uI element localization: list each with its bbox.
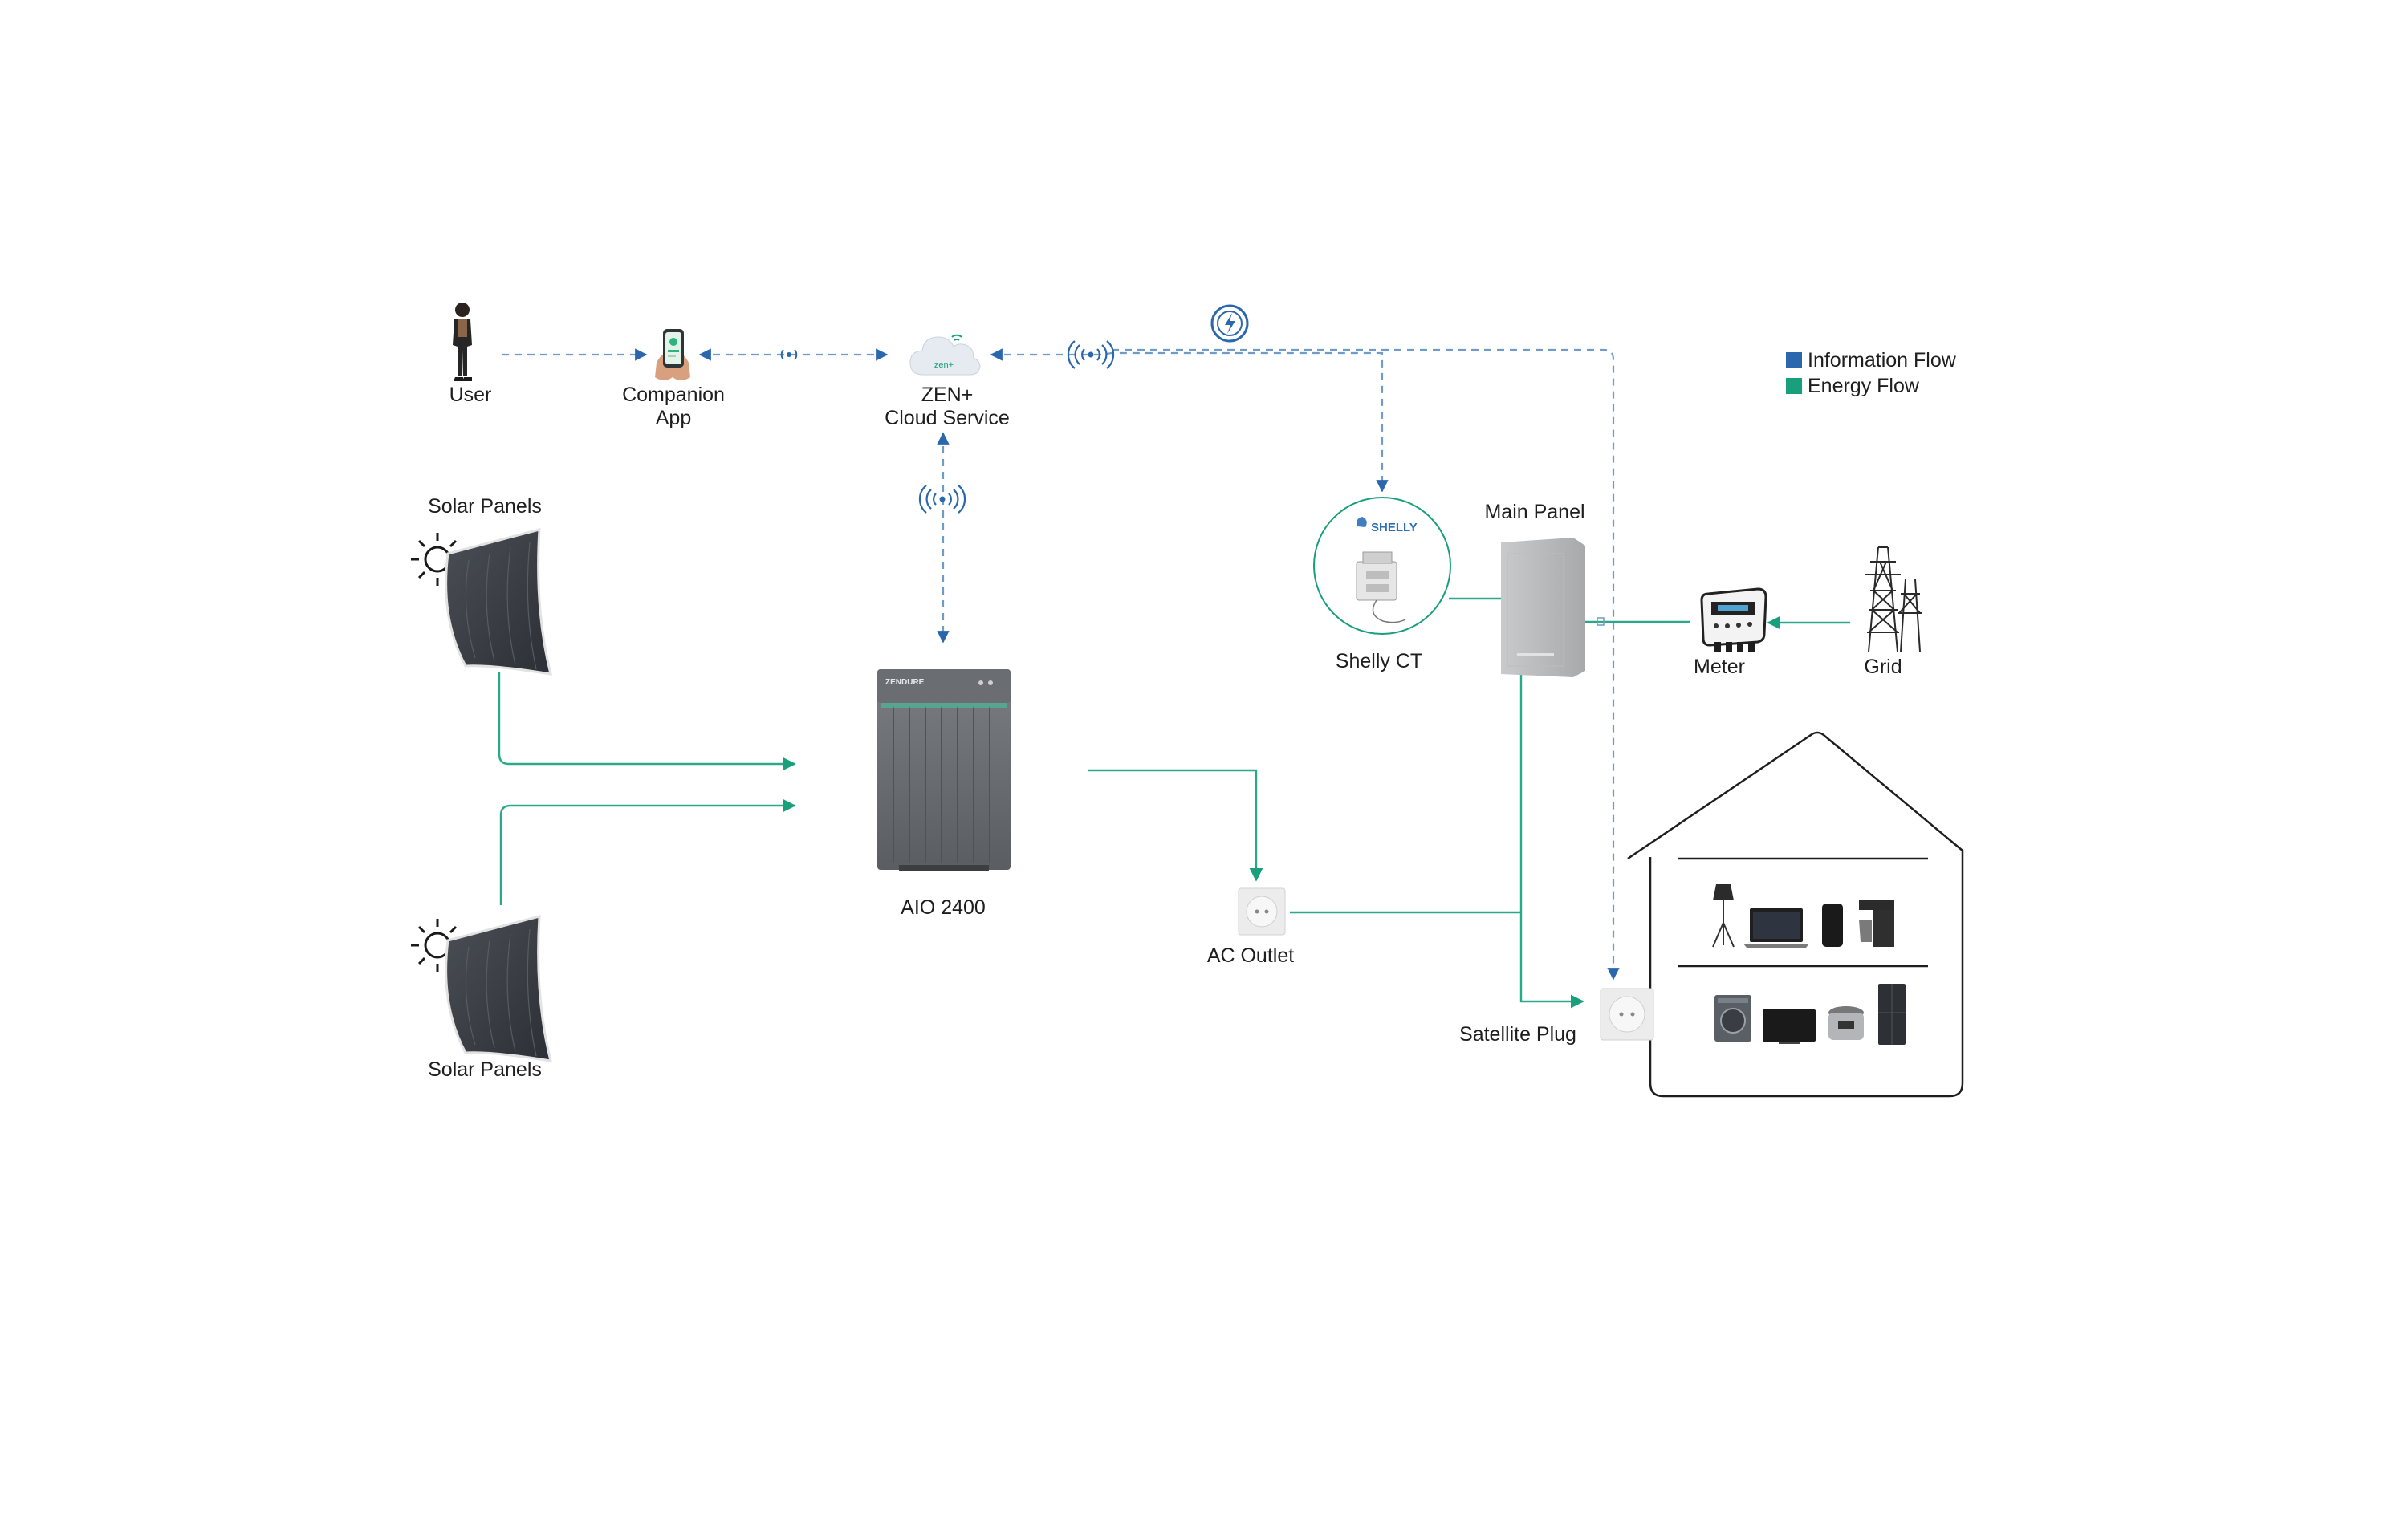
cloud-badge: zen+ [934, 360, 954, 370]
flow-panel-to-satellite-plug [1519, 912, 1584, 1009]
legend-swatch-information [1786, 352, 1802, 368]
user-label: User [449, 384, 492, 406]
flow-solar-top-to-aio [498, 672, 796, 771]
floor-lamp-icon [1712, 884, 1735, 948]
wireless-signal-icon [1067, 340, 1115, 369]
flow-cloud-to-shelly [990, 348, 1389, 493]
electric-meter-icon [1700, 587, 1767, 652]
rice-cooker-icon [1828, 1006, 1864, 1040]
flow-aio-to-ac-outlet [1088, 769, 1263, 882]
legend-label-information: Information Flow [1808, 348, 1956, 372]
legend: Information Flow Energy Flow [1786, 347, 1956, 399]
wall-socket-icon [1238, 887, 1286, 936]
legend-item-information-flow: Information Flow [1786, 347, 1956, 373]
energy-monitor-icon [1210, 304, 1249, 343]
power-pylon-icon [1865, 546, 1922, 652]
satellite-plug-label: Satellite Plug [1459, 1023, 1576, 1046]
satellite-plug-icon [1600, 988, 1654, 1041]
phone-icon [1822, 904, 1843, 947]
house-outline [1627, 731, 1964, 1098]
hand-holding-phone-icon [655, 329, 690, 380]
legend-label-energy: Energy Flow [1808, 374, 1919, 397]
din-rail-meter-icon: SHELLY [1313, 497, 1451, 635]
legend-swatch-energy [1786, 378, 1802, 394]
appliances-lower-shelf [1714, 984, 1906, 1045]
coffee-maker-icon [1859, 900, 1894, 947]
cloud-icon: zen+ [909, 334, 981, 376]
solar-panel-top-icon [411, 528, 553, 676]
cloud-label-line1: ZEN+ [921, 384, 974, 406]
solar-panels-top-label: Solar Panels [428, 495, 542, 518]
grid-label: Grid [1864, 656, 1902, 678]
breaker-marker [1597, 617, 1605, 626]
energy-flow-lines [498, 597, 1850, 1009]
legend-item-energy-flow: Energy Flow [1786, 373, 1956, 399]
person-icon [453, 303, 472, 381]
flow-cloud-to-satellite-plug [1112, 348, 1620, 981]
ac-outlet-label: AC Outlet [1206, 944, 1295, 967]
shelly-ct-label: Shelly CT [1335, 650, 1423, 672]
wireless-signal-icon [780, 349, 798, 360]
appliances-upper-shelf [1712, 884, 1894, 948]
aio-brand: ZENDURE [885, 678, 925, 687]
tv-icon [1763, 1009, 1816, 1044]
electrical-panel-icon [1501, 538, 1585, 677]
battery-unit-icon: ZENDURE [877, 669, 1011, 871]
wireless-signal-icon [918, 485, 966, 514]
laptop-icon [1743, 908, 1809, 948]
shelly-brand: SHELLY [1371, 521, 1418, 534]
cloud-label-line2: Cloud Service [885, 407, 1010, 429]
companion-app-label-line1: Companion [622, 384, 725, 406]
meter-label: Meter [1694, 656, 1745, 678]
washing-machine-icon [1714, 995, 1751, 1042]
solar-panel-bottom-icon [411, 915, 553, 1062]
solar-panels-bottom-label: Solar Panels [428, 1058, 542, 1081]
companion-app-label-line2: App [655, 407, 692, 429]
aio-label: AIO 2400 [901, 896, 986, 919]
main-panel-label: Main Panel [1484, 501, 1585, 523]
information-flow-lines [502, 348, 1620, 981]
refrigerator-icon [1878, 984, 1906, 1045]
flow-solar-bottom-to-aio [499, 798, 796, 905]
